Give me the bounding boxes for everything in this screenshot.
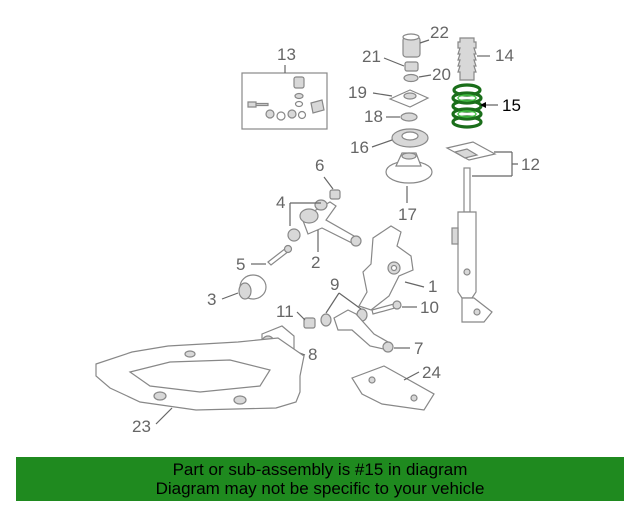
callout-11: 11 (276, 302, 294, 321)
leader-line (419, 39, 430, 44)
callout-6: 6 (315, 156, 324, 175)
leader-line (472, 151, 518, 177)
callout-5: 5 (236, 255, 245, 274)
callout-4: 4 (276, 193, 285, 212)
callout-16: 16 (350, 138, 369, 157)
callout-10: 10 (420, 298, 439, 317)
leader-line (371, 139, 393, 148)
leader-line (325, 292, 362, 314)
callout-15: 15 (502, 96, 521, 115)
part-23-crossmember (95, 337, 305, 411)
leader-line (221, 292, 239, 300)
info-banner: Part or sub-assembly is #15 in diagram D… (16, 457, 624, 501)
callout-1: 1 (428, 277, 437, 296)
part-1-steering-knuckle (358, 225, 414, 311)
callout-18: 18 (364, 107, 383, 126)
callout-21: 21 (362, 47, 381, 66)
callout-2: 2 (311, 253, 320, 272)
callout-20: 20 (432, 65, 451, 84)
part-12-strut-assembly (445, 141, 497, 323)
callout-3: 3 (207, 290, 216, 309)
part-21-nut (404, 61, 419, 72)
banner-line-1: Part or sub-assembly is #15 in diagram (172, 460, 468, 479)
part-13-hardware-kit (241, 72, 328, 130)
part-10-bolt (371, 300, 402, 315)
part-15-coil-spring (451, 83, 483, 129)
part-16-spring-pad (391, 128, 429, 148)
part-17-strut-mount (385, 152, 433, 184)
part-14-dust-boot (457, 37, 477, 81)
part-4-bushing (287, 199, 328, 242)
leader-line (418, 74, 432, 78)
part-18-bearing (400, 112, 418, 122)
callout-9: 9 (330, 275, 339, 294)
callout-22: 22 (430, 23, 449, 42)
callout-14: 14 (495, 46, 514, 65)
part-22-bump-stop (402, 33, 421, 58)
callout-7: 7 (414, 339, 423, 358)
callout-17: 17 (398, 205, 417, 224)
banner-line-2: Diagram may not be specific to your vehi… (155, 479, 485, 498)
leader-line (383, 57, 405, 67)
leader-line (289, 202, 321, 226)
callout-8: 8 (308, 345, 317, 364)
leader-line (403, 371, 420, 381)
part-7-lower-control-arm (333, 309, 394, 353)
part-3-bushing (238, 274, 267, 300)
callout-13: 13 (277, 45, 296, 64)
part-11-nut (303, 317, 316, 329)
parts-diagram: 13 22 21 20 14 19 15 (95, 23, 540, 436)
leader-line (155, 407, 173, 425)
leader-line (404, 281, 425, 288)
callout-23: 23 (132, 417, 151, 436)
leader-line (296, 311, 306, 321)
part-5-bolt (267, 244, 293, 266)
part-6-nut (329, 189, 341, 200)
part-19-upper-mount (388, 89, 430, 108)
leader-line (323, 176, 334, 190)
callout-24: 24 (422, 363, 441, 382)
part-20-washer (403, 73, 419, 83)
callout-19: 19 (348, 83, 367, 102)
part-24-bracket (351, 365, 435, 411)
leader-line (372, 92, 393, 97)
part-2-control-arm (299, 201, 362, 247)
callout-12: 12 (521, 155, 540, 174)
